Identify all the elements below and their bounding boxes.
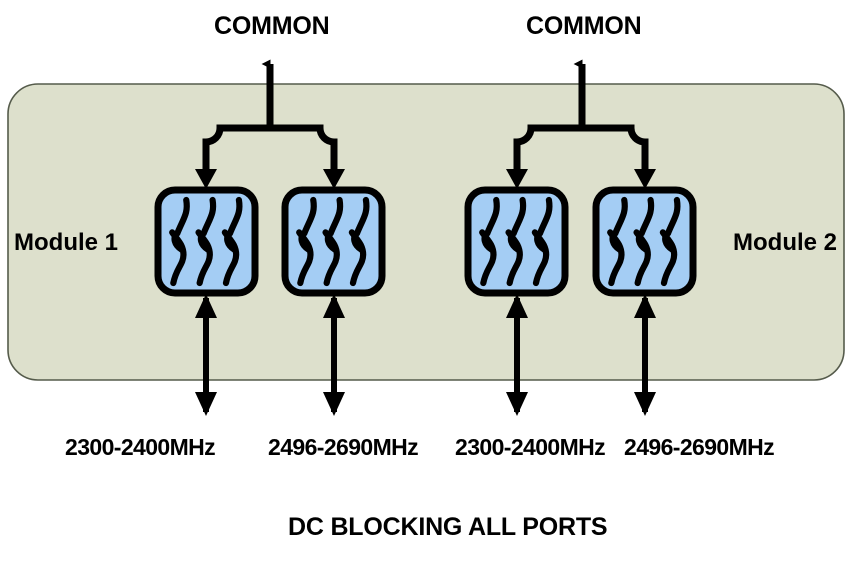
filter-1-low-port-arrow-up	[195, 294, 217, 318]
bandpass-filter-symbol	[296, 196, 370, 287]
common-port-label-module-2: COMMON	[526, 12, 642, 40]
filter-2-high-port-arrow-up	[634, 294, 656, 318]
port-frequency-label-filter-2-high: 2496-2690MHz	[624, 434, 775, 460]
diagram-caption: DC BLOCKING ALL PORTS	[288, 513, 608, 541]
module-2-split-arrow-1	[634, 169, 656, 189]
common-port-label-module-1: COMMON	[214, 12, 330, 40]
port-frequency-label-filter-1-high: 2496-2690MHz	[268, 434, 419, 460]
bandpass-filter-symbol	[169, 196, 243, 287]
module-2-split-arrow-0	[506, 169, 528, 189]
filter-2-low-port-arrow-down	[506, 392, 528, 416]
filter-1-high-port-arrow-up	[323, 294, 345, 318]
filter-2-high-port-arrow-down	[634, 392, 656, 416]
port-frequency-label-filter-2-low: 2300-2400MHz	[455, 434, 606, 460]
module-2-label: Module 2	[733, 229, 838, 256]
module-1-split-arrow-1	[323, 169, 345, 189]
module-enclosure	[7, 83, 845, 381]
filter-1-high-port-arrow-down	[323, 392, 345, 416]
module-1-label: Module 1	[14, 229, 119, 256]
module-1-split-arrow-0	[195, 169, 217, 189]
filter-1-low-port-arrow-down	[195, 392, 217, 416]
port-frequency-label-filter-1-low: 2300-2400MHz	[65, 434, 216, 460]
bandpass-filter-symbol	[607, 196, 681, 287]
filter-2-low-port-arrow-up	[506, 294, 528, 318]
bandpass-filter-symbol	[479, 196, 553, 287]
